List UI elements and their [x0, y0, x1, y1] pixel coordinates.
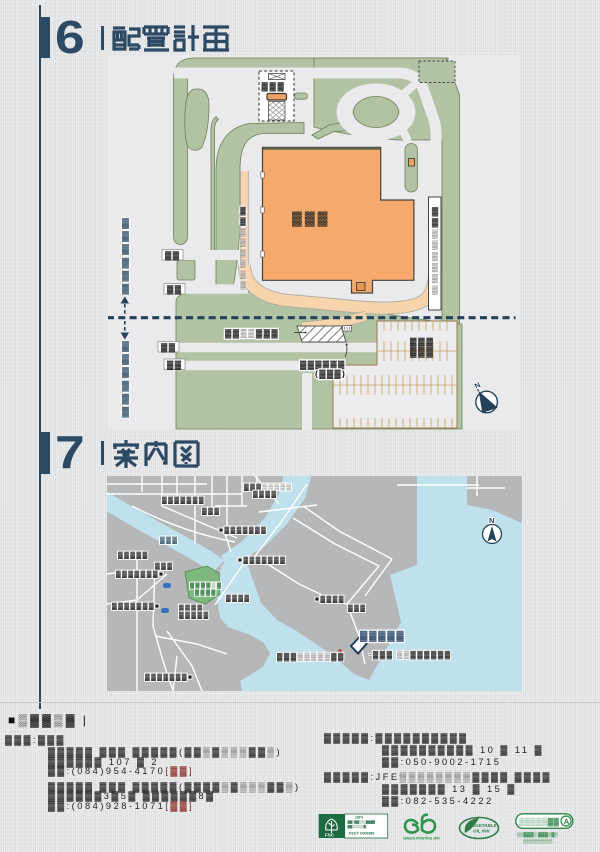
svg-text:▓▓▓: ▓▓▓ — [348, 604, 366, 612]
svg-text:▓▓▓: ▓▓▓ — [262, 81, 286, 92]
svg-text:(▓▓▓): (▓▓▓) — [315, 368, 346, 379]
svg-text:▓▓▓▓▓▓: ▓▓▓▓▓▓ — [300, 359, 346, 370]
svg-text:OIL INK: OIL INK — [473, 829, 490, 834]
svg-text:▓▓: ▓▓ — [165, 250, 180, 261]
svg-text:▓▓: ▓▓ — [167, 359, 182, 370]
svg-text:▓▓▓▓: ▓▓▓▓ — [179, 604, 204, 612]
svg-text:N: N — [473, 380, 482, 390]
svg-text:FSC® C009380: FSC® C009380 — [349, 832, 374, 836]
svg-text:FSC: FSC — [325, 833, 335, 838]
svg-text:▓▓▒▒▒▒▒▓: ▓▓▒▒▒▒▒▓ — [348, 825, 367, 829]
svg-text:▓▓▓▓▓: ▓▓▓▓▓ — [179, 611, 210, 619]
svg-text:■▓▓▓▓▓▓▓: ■▓▓▓▓▓▓▓ — [219, 526, 267, 534]
svg-text:▓▓▓: ▓▓▓ — [160, 536, 178, 544]
svg-text:■▓▓▓▓▓▓▓: ■▓▓▓▓▓▓▓ — [238, 556, 286, 564]
svg-text:▓▓▓: ▓▓▓ — [410, 347, 434, 358]
svg-text:▓▓▓▓▓▓▓■: ▓▓▓▓▓▓▓■ — [145, 673, 193, 681]
svg-text:VEGETABLE: VEGETABLE — [469, 823, 498, 828]
svg-text:▓▓▒▒▓▓▓: ▓▓▒▒▓▓▓ — [225, 328, 279, 339]
svg-text:▓▓▓▓▒▓: ▓▓▓▓▒▓ — [190, 582, 222, 589]
svg-text:▓▓: ▓▓ — [161, 342, 176, 353]
svg-text:▓▓▓▓: ▓▓▓▓ — [253, 490, 278, 498]
svg-text:▓▓▓: ▓▓▓ — [410, 337, 434, 348]
svg-text:▓▓▓: ▓▓▓ — [292, 210, 331, 226]
svg-text:▒▒▒▒▒▒▒▒▒.: ▒▒▒▒▒▒▒▒▒. — [523, 839, 554, 845]
svg-text:▓▓▓: ▓▓▓ — [202, 507, 220, 515]
svg-text:▓▓▓▓▓▓▓■: ▓▓▓▓▓▓▓■ — [112, 602, 160, 610]
svg-text:▓▓▓▓: ▓▓▓▓ — [195, 589, 217, 596]
svg-text:▓▓▓▒▒▒▒▒: ▓▓▓▒▒▒▒▒ — [244, 483, 292, 491]
svg-text:▓▓▒▓▓▒▒▒▓▓▓▓: ▓▓▒▓▓▒▒▒▓▓▓▓ — [348, 820, 376, 824]
svg-text:N: N — [489, 516, 494, 525]
svg-text:100%: 100% — [355, 816, 363, 820]
svg-text:▓▓: ▓▓ — [167, 284, 182, 295]
svg-text:▒▒▒▒▒▓▓: ▒▒▒▒▒▓▓ — [519, 817, 559, 827]
svg-text:▓▓▓▒▒▒▒▒▓▓: ▓▓▓▒▒▒▒▒▓▓ — [277, 652, 345, 662]
svg-text:■▓▓▓▓: ■▓▓▓▓ — [315, 595, 345, 603]
svg-text:▓▓▓▓: ▓▓▓▓ — [226, 594, 251, 602]
svg-text:GREEN PRINTING JPN: GREEN PRINTING JPN — [403, 837, 440, 841]
svg-text:▒▒▓▓▓▒,▓▓▓▒▓▒: ▒▒▓▓▓▒,▓▓▓▒▓▒ — [517, 832, 559, 838]
svg-text:▓▓▓▓▓▓▓■: ▓▓▓▓▓▓▓■ — [116, 570, 164, 578]
svg-text:▓▓▓: ▓▓▓ — [155, 562, 173, 570]
svg-text:▓▓▓▓▓: ▓▓▓▓▓ — [118, 551, 149, 559]
svg-text:▓▓▓▓▓▓▓: ▓▓▓▓▓▓▓ — [162, 496, 205, 504]
svg-text:·▓▓▓ ▒▒▓▓▓▓▓▓: ·▓▓▓ ▒▒▓▓▓▓▓▓ — [369, 650, 452, 660]
svg-text:▓▓▓▓▓: ▓▓▓▓▓ — [360, 630, 405, 642]
svg-text:A: A — [564, 817, 570, 826]
